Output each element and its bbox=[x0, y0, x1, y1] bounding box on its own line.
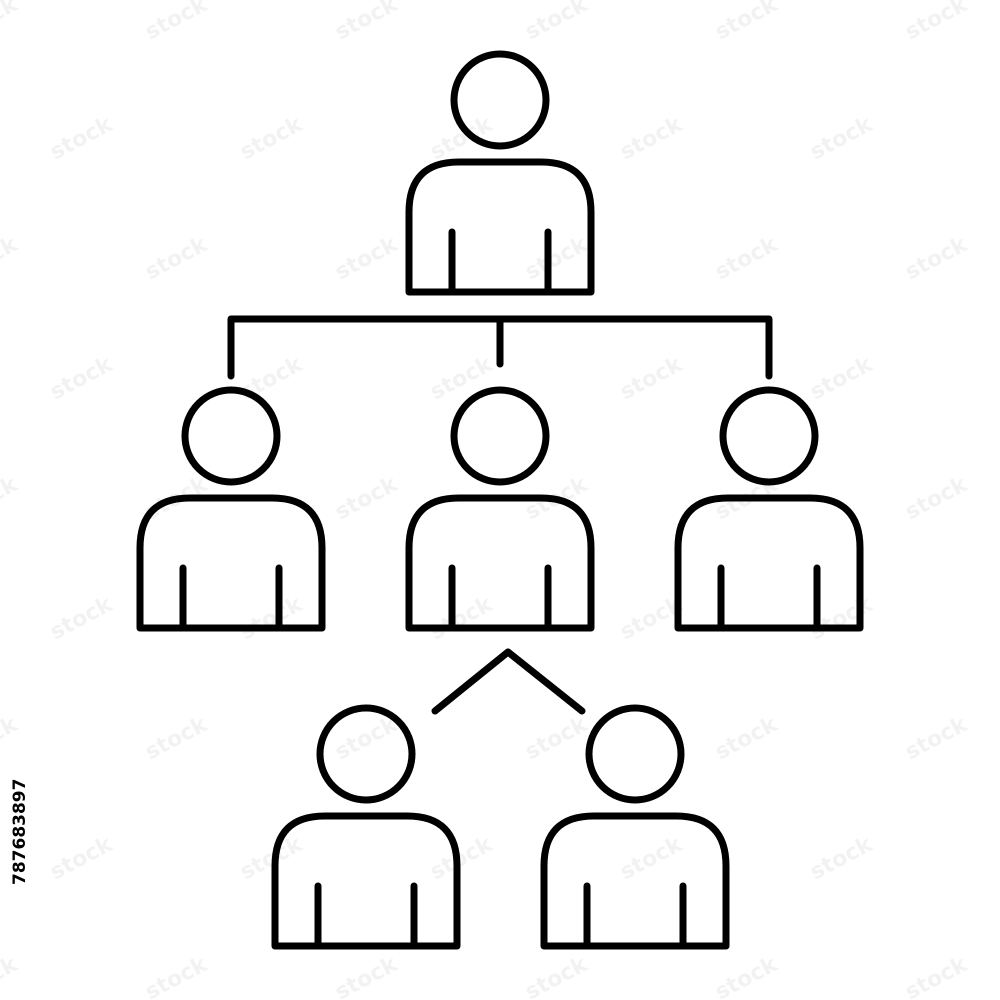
body-shape bbox=[405, 158, 595, 296]
body-shape bbox=[540, 812, 730, 950]
person-icon-middle-left bbox=[136, 386, 326, 632]
body-shape bbox=[136, 494, 326, 632]
head-shape bbox=[316, 704, 416, 804]
person-icon-bottom-right bbox=[540, 704, 730, 950]
head-shape bbox=[719, 386, 819, 486]
stock-id-label: 787683897 bbox=[10, 779, 30, 885]
person-icon-middle-right bbox=[674, 386, 864, 632]
person-icon-top bbox=[405, 50, 595, 296]
person-icon-middle-center bbox=[405, 386, 595, 632]
body-shape bbox=[405, 494, 595, 632]
head-shape bbox=[585, 704, 685, 804]
stock-id-text: 787683897 bbox=[10, 779, 30, 885]
person-icon-bottom-left bbox=[271, 704, 461, 950]
body-shape bbox=[674, 494, 864, 632]
head-shape bbox=[450, 50, 550, 150]
head-shape bbox=[450, 386, 550, 486]
body-shape bbox=[271, 812, 461, 950]
connector-split-line bbox=[431, 648, 586, 715]
head-shape bbox=[181, 386, 281, 486]
